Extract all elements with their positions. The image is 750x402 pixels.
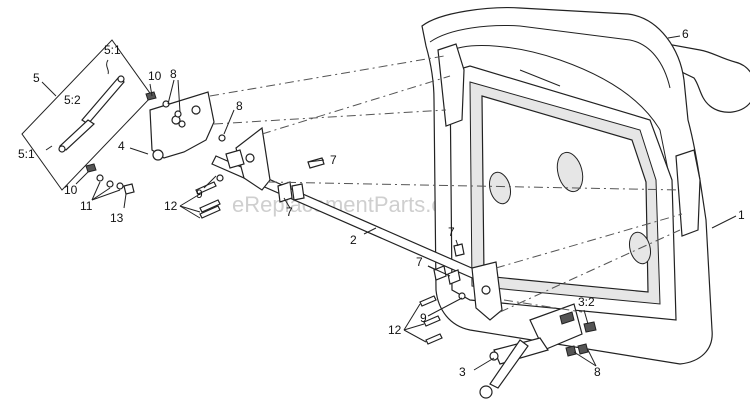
- callout-13: 13: [110, 211, 124, 225]
- callout-12-upper: 12: [164, 199, 178, 213]
- callout-7-lower-top: 7: [448, 225, 455, 239]
- fasteners: [85, 91, 597, 357]
- callout-9-lower: 9: [420, 311, 427, 325]
- callout-7-upper: 7: [330, 153, 337, 167]
- lower-hinge-plate: [471, 261, 503, 321]
- callout-12-lower: 12: [388, 323, 402, 337]
- watermark-text: eReplacementParts.com: [232, 192, 473, 217]
- callout-10-bottom: 10: [64, 183, 78, 197]
- part-1-hood: [421, 7, 713, 365]
- callout-7-lower: 7: [416, 255, 423, 269]
- callout-4: 4: [118, 139, 125, 153]
- callout-8-mid: 8: [236, 99, 243, 113]
- callout-5-1-bottom: 5:1: [18, 147, 35, 161]
- callout-5-1-top: 5:1: [104, 43, 121, 57]
- callout-5: 5: [33, 71, 40, 85]
- callout-6: 6: [682, 27, 689, 41]
- callout-3-2: 3:2: [578, 295, 595, 309]
- part-3-latch-arm: [479, 303, 583, 399]
- leader-lines: [41, 35, 737, 371]
- callout-8-bottom: 8: [594, 365, 601, 379]
- callout-1: 1: [738, 208, 745, 222]
- callout-10-top: 10: [148, 69, 162, 83]
- callout-5-2: 5:2: [64, 93, 81, 107]
- callout-2: 2: [350, 233, 357, 247]
- callout-7-mid: 7: [286, 205, 293, 219]
- callout-8-top: 8: [170, 67, 177, 81]
- part-5-strut-kit: [21, 39, 153, 191]
- callout-9-upper: 9: [196, 187, 203, 201]
- upper-hinge-plate: [225, 126, 271, 191]
- assembly-lines: [209, 55, 683, 313]
- callout-11: 11: [80, 199, 93, 213]
- callout-3: 3: [459, 365, 466, 379]
